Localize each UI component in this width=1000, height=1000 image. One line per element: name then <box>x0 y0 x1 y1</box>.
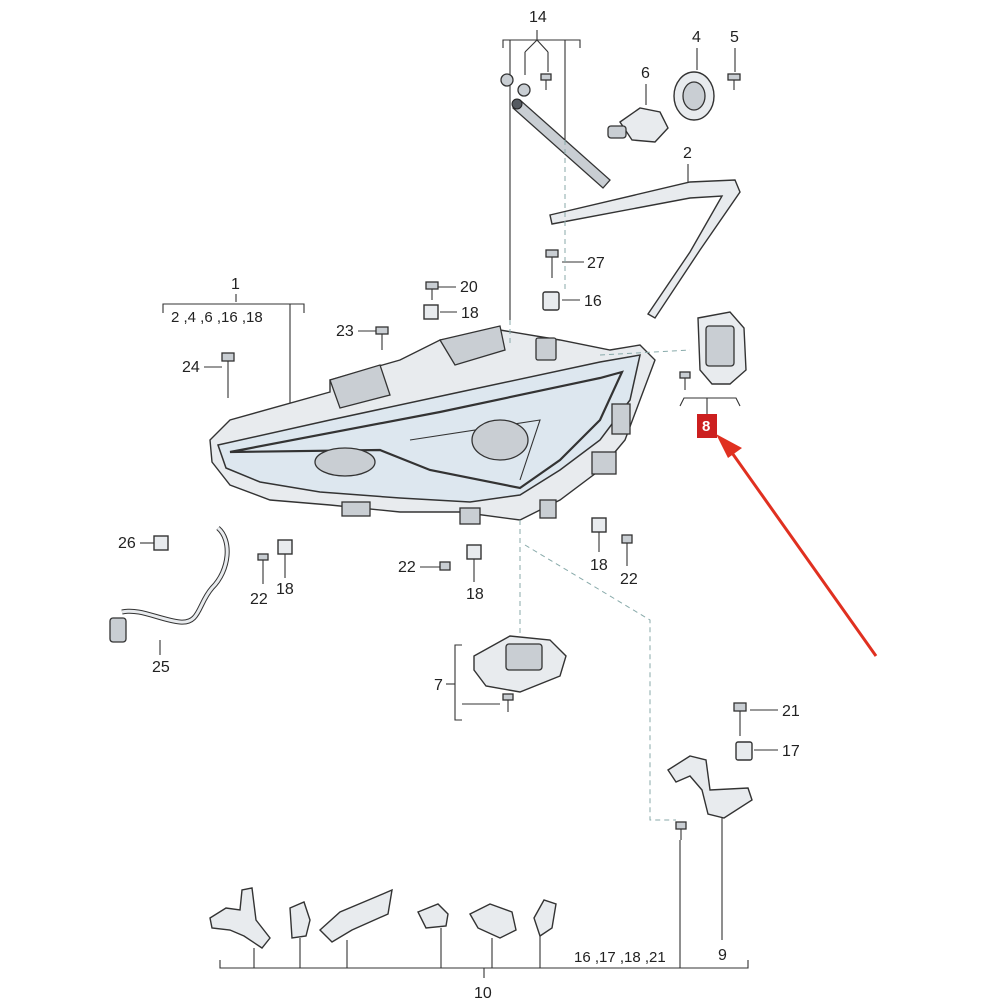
part-1-headlight-assembly: 1 2 ,4 ,6 ,16 ,18 <box>162 276 656 525</box>
part-5-screw: 5 <box>727 29 741 90</box>
part-21-bolt: 21 <box>733 702 800 736</box>
part-18-clip-middle: 18 <box>466 544 484 603</box>
highlight-box-8 <box>697 414 717 438</box>
part-14-adjusting-rod: 14 <box>500 9 611 320</box>
label-22-middle: 22 <box>398 559 416 576</box>
label-14: 14 <box>529 9 547 26</box>
label-24: 24 <box>182 359 200 376</box>
label-8: 8 <box>702 418 710 435</box>
label-23: 23 <box>336 323 354 340</box>
part-24-bolt: 24 <box>182 352 235 398</box>
part-22-screw-left: 22 <box>250 553 269 608</box>
label-7: 7 <box>434 677 443 694</box>
label-16: 16 <box>584 293 602 310</box>
label-21: 21 <box>782 703 800 720</box>
label-2: 2 <box>683 145 692 162</box>
part-8-control-module: 8 <box>679 311 747 438</box>
label-1-sub: 2 ,4 ,6 ,16 ,18 <box>171 309 263 326</box>
label-17: 17 <box>782 743 800 760</box>
label-18-right: 18 <box>590 557 608 574</box>
label-5: 5 <box>730 29 739 46</box>
label-20: 20 <box>460 279 478 296</box>
label-18-left: 18 <box>276 581 294 598</box>
part-22-screw-middle: 22 <box>398 559 451 576</box>
part-17-nut: 17 <box>735 741 800 761</box>
part-20-screw: 20 <box>425 279 478 300</box>
part-25-wiring-harness: 25 <box>109 526 230 676</box>
part-27-bolt: 27 <box>545 249 605 278</box>
part-23-screw: 23 <box>336 323 389 350</box>
label-27: 27 <box>587 255 605 272</box>
part-2-trim-strip: 2 <box>549 145 741 319</box>
label-26: 26 <box>118 535 136 552</box>
highlight-arrow <box>716 434 878 657</box>
part-18-clip-left: 18 <box>276 539 294 598</box>
part-18-clip-right: 18 <box>590 517 608 574</box>
part-22-screw-right: 22 <box>620 534 638 588</box>
label-4: 4 <box>692 29 701 46</box>
part-9-bracket: 9 <box>667 755 753 964</box>
label-18-middle: 18 <box>466 586 484 603</box>
label-22-right: 22 <box>620 571 638 588</box>
assembly-guide-lines <box>509 140 691 821</box>
part-18-clip-top: 18 <box>423 304 479 322</box>
part-16-nut: 16 <box>542 291 602 311</box>
part-7-led-module: 7 <box>434 635 567 721</box>
label-6: 6 <box>641 65 650 82</box>
label-1: 1 <box>231 276 240 293</box>
part-6-bulb: 6 <box>607 65 669 143</box>
part-26-connector: 26 <box>118 535 169 552</box>
label-9: 9 <box>718 947 727 964</box>
label-22-left: 22 <box>250 591 268 608</box>
label-10: 10 <box>474 985 492 1000</box>
label-25: 25 <box>152 659 170 676</box>
part-10-bracket-set: 16 ,17 ,18 ,21 10 <box>209 840 749 1000</box>
label-18-top: 18 <box>461 305 479 322</box>
label-10-sub: 16 ,17 ,18 ,21 <box>574 949 666 966</box>
part-4-cap: 4 <box>673 29 715 121</box>
